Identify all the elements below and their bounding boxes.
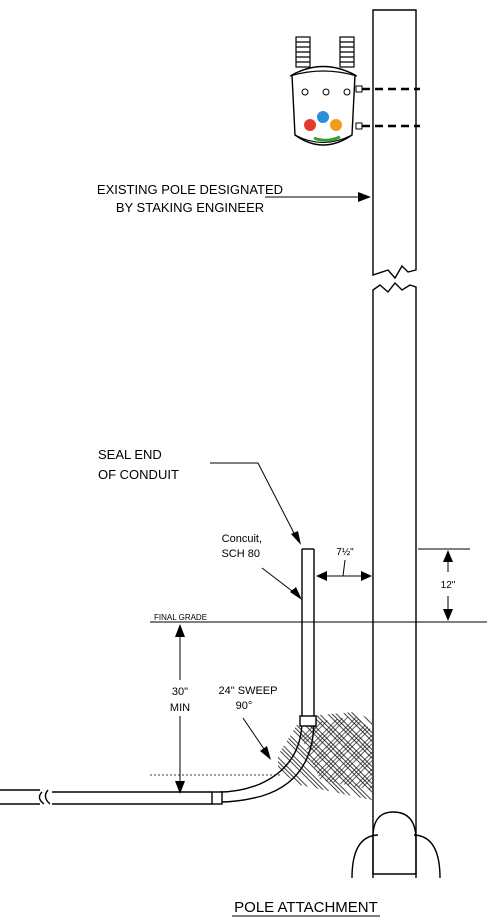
depth-label: 30" xyxy=(172,686,188,698)
conduit xyxy=(0,548,317,805)
height-dimension xyxy=(418,548,470,621)
height-dimension-label: 12" xyxy=(441,580,456,591)
offset-dimension xyxy=(316,559,372,581)
seal-end-leader xyxy=(210,462,301,545)
existing-pole-label: EXISTING POLE DESIGNATED xyxy=(97,182,283,197)
sweep-label: 24" SWEEP xyxy=(219,685,278,697)
sweep-label-2: 90° xyxy=(236,700,253,712)
depth-label-2: MIN xyxy=(170,702,190,714)
conduit-label-2: SCH 80 xyxy=(221,548,260,560)
conduit-leader xyxy=(261,567,302,600)
pole-leader-arrow xyxy=(265,192,371,202)
conduit-label: Concuit, xyxy=(222,533,262,545)
sweep-leader xyxy=(242,717,271,760)
final-grade-label: FINAL GRADE xyxy=(154,613,207,622)
transformer xyxy=(289,36,420,146)
bushing-right xyxy=(339,36,355,68)
existing-pole-label-2: BY STAKING ENGINEER xyxy=(116,200,264,215)
transformer-logo xyxy=(304,111,342,142)
bushing-left xyxy=(295,36,311,68)
offset-dimension-label: 7½" xyxy=(336,547,354,558)
soil-hatch xyxy=(150,712,372,800)
seal-end-label-2: OF CONDUIT xyxy=(98,467,179,482)
depth-dimension xyxy=(160,624,200,794)
utility-pole xyxy=(351,9,441,879)
diagram-caption: POLE ATTACHMENT xyxy=(234,899,378,916)
seal-end-label: SEAL END xyxy=(98,447,162,462)
